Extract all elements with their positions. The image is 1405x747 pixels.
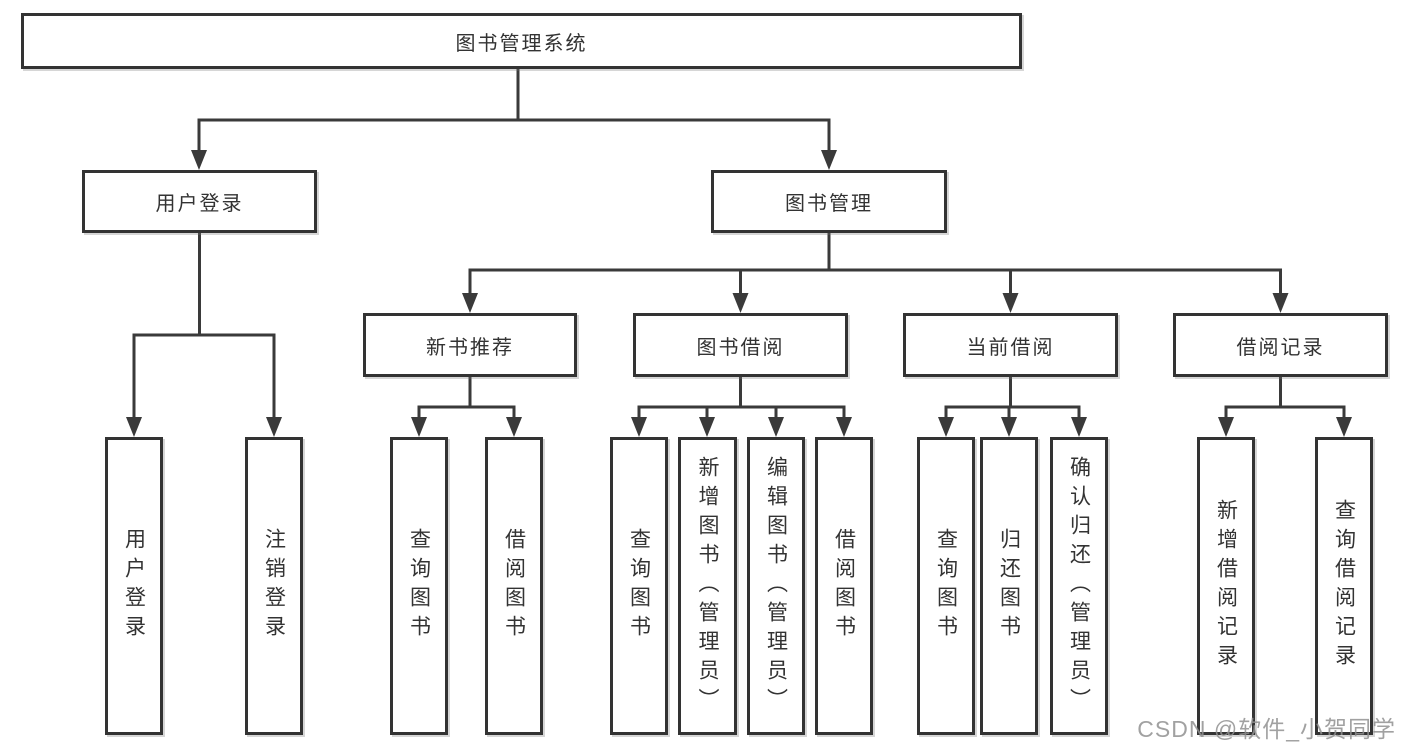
leaf-borrow-edit-book: 编辑图书︵管理员︶ [747,437,805,735]
arrowhead-icon [266,417,282,437]
node-user-login-label: 用户登录 [155,193,244,215]
leaf-records-query-record-label: 查询借阅记录 [1332,499,1356,673]
arrowhead-icon [1001,417,1017,437]
arrowhead-icon [1002,293,1019,313]
edge-book-borrow-to-leaves [637,377,846,419]
node-current-borrow: 当前借阅 [903,313,1118,377]
arrowhead-icon [1071,417,1087,437]
node-borrow-records: 借阅记录 [1173,313,1388,377]
arrowhead-icon [938,417,954,437]
node-root-label: 图书管理系统 [455,32,588,55]
edge-root-to-level2 [197,69,831,152]
leaf-borrow-edit-book-label: 编辑图书︵管理员︶ [764,455,788,717]
leaf-current-confirm-return: 确认归还︵管理员︶ [1050,437,1108,735]
leaf-records-add-record-label: 新增借阅记录 [1214,499,1238,673]
arrowheads [126,150,1352,437]
arrowhead-icon [631,417,647,437]
arrowhead-icon [126,417,142,437]
arrowhead-icon [191,150,207,170]
leaf-logout: 注销登录 [245,437,303,735]
edge-borrow-records-to-leaves [1224,377,1346,419]
leaf-records-query-record: 查询借阅记录 [1315,437,1373,735]
leaf-borrow-query-book-label: 查询图书 [627,528,651,644]
arrowhead-icon [732,293,749,313]
leaf-records-add-record: 新增借阅记录 [1197,437,1255,735]
arrowhead-icon [699,417,715,437]
node-current-borrow-label: 当前借阅 [966,336,1055,359]
leaf-current-query-book-label: 查询图书 [934,528,958,644]
leaf-recommend-borrow-book: 借阅图书 [485,437,543,735]
node-new-book-recommend: 新书推荐 [363,313,577,377]
edge-new-book-rec-to-leaves [417,377,516,419]
leaf-current-return-book: 归还图书 [980,437,1038,735]
leaf-user-login: 用户登录 [105,437,163,735]
node-new-book-recommend-label: 新书推荐 [426,336,514,359]
arrowhead-icon [506,417,522,437]
csdn-watermark: CSDN @软件_小贺同学 [1137,716,1396,742]
leaf-logout-label: 注销登录 [262,528,286,644]
arrowhead-icon [1336,417,1352,437]
node-borrow-records-label: 借阅记录 [1236,336,1325,359]
node-book-borrow-label: 图书借阅 [696,336,785,359]
leaf-current-confirm-return-label: 确认归还︵管理员︶ [1067,455,1091,717]
edge-user-login-to-leaves [132,233,276,419]
leaf-recommend-query-book-label: 查询图书 [407,528,431,644]
node-book-management-label: 图书管理 [785,193,873,215]
arrowhead-icon [768,417,784,437]
arrowhead-icon [1218,417,1234,437]
leaf-borrow-query-book: 查询图书 [610,437,668,735]
leaf-current-return-book-label: 归还图书 [997,528,1021,644]
edge-current-borrow-to-leaves [944,377,1081,419]
arrowhead-icon [821,150,837,170]
arrowhead-icon [411,417,427,437]
leaf-borrow-add-book: 新增图书︵管理员︶ [678,437,737,735]
leaf-recommend-query-book: 查询图书 [390,437,448,735]
leaf-borrow-add-book-label: 新增图书︵管理员︶ [696,455,719,717]
arrowhead-icon [1272,293,1289,313]
leaf-borrow-borrow-book: 借阅图书 [815,437,873,735]
node-book-borrow: 图书借阅 [633,313,848,377]
node-book-management: 图书管理 [711,170,947,233]
arrowhead-icon [836,417,852,437]
leaf-current-query-book: 查询图书 [917,437,975,735]
node-user-login: 用户登录 [82,170,317,233]
node-root: 图书管理系统 [21,13,1022,69]
leaf-recommend-borrow-book-label: 借阅图书 [502,528,526,644]
edge-book-mgmt-to-level3 [468,233,1282,295]
leaf-borrow-borrow-book-label: 借阅图书 [832,528,856,644]
arrowhead-icon [462,293,478,313]
leaf-user-login-label: 用户登录 [122,528,146,644]
